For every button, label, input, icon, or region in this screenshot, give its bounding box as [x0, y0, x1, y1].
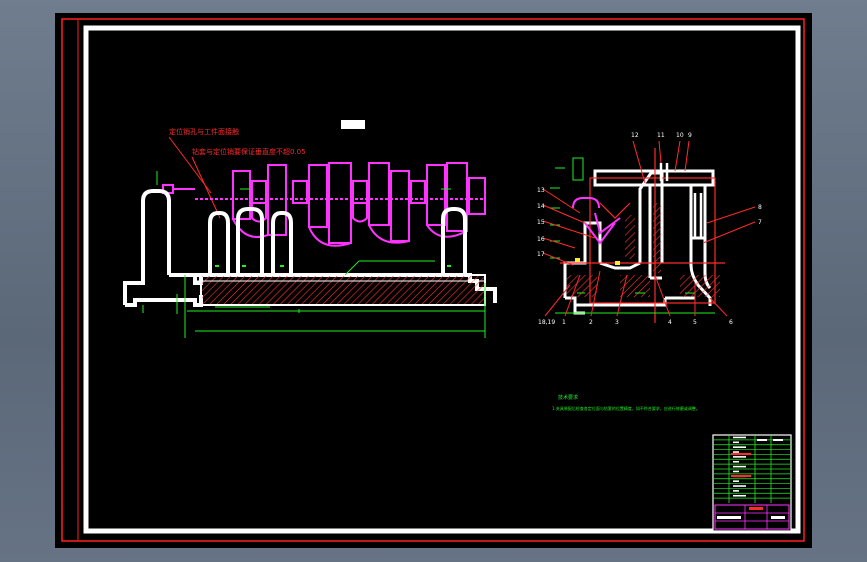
note-2: 钻套与定位销要保证垂直度不超0.05 [192, 147, 306, 156]
tech-notes-line: 1.夹具装配后检查各定位面与钻套的位置精度，如不符合要求，应进行修磨或调整。 [552, 405, 700, 411]
part-number: 3 [615, 319, 619, 326]
title-block-cell-text [733, 451, 739, 453]
part-number: 14 [537, 203, 545, 210]
title-block-cell-text [733, 436, 746, 439]
part-number: 2 [589, 319, 593, 326]
part-number: 12 [631, 132, 639, 139]
part-number: 8 [758, 204, 762, 211]
hatched-base [200, 274, 486, 306]
front-view: 定位销孔与工件面接触 钻套与定位销要保证垂直度不超0.05 [123, 120, 497, 338]
side-right-column [659, 163, 703, 238]
tech-notes-heading: 技术要求 [558, 394, 578, 401]
workpiece-crankshaft [162, 162, 486, 247]
part-number: 11 [657, 132, 665, 139]
note-2-leader [191, 156, 221, 219]
outer-border [61, 18, 805, 542]
part-number: 6 [729, 319, 733, 326]
side-green-details [550, 157, 715, 314]
side-leaders [542, 140, 756, 317]
part-number: 10 [676, 132, 684, 139]
side-view: 12 11 10 9 13 14 15 16 17 8 7 18,19 1 2 … [537, 132, 762, 326]
title-block-cell-text [733, 490, 739, 492]
title-block-cell-text [733, 494, 746, 497]
drawing-viewport: 定位销孔与工件面接触 钻套与定位销要保证垂直度不超0.05 [55, 13, 812, 548]
side-yellow-marks [575, 258, 620, 265]
front-green-marks [215, 265, 451, 267]
part-number: 4 [668, 319, 672, 326]
title-block-cell-text [733, 446, 746, 448]
view-title-tag [341, 120, 365, 129]
part-number: 13 [537, 187, 545, 194]
note-1: 定位销孔与工件面接触 [169, 127, 239, 136]
title-block [712, 434, 792, 532]
title-block-cell-text [733, 456, 746, 458]
part-number: 1 [562, 319, 566, 326]
title-block-cell-text [733, 480, 739, 482]
part-number: 5 [693, 319, 697, 326]
inner-frame [83, 25, 801, 534]
part-number: 18,19 [538, 319, 555, 326]
part-number: 7 [758, 219, 762, 226]
part-number: 16 [537, 236, 545, 243]
part-number: 17 [537, 251, 545, 258]
part-number: 9 [688, 132, 692, 139]
side-hatched-regions [567, 203, 720, 297]
cad-drawing: 定位销孔与工件面接触 钻套与定位销要保证垂直度不超0.05 [61, 18, 805, 542]
title-block-cell-text [733, 485, 746, 487]
side-v-block [572, 197, 621, 245]
title-block-cell-text [733, 470, 739, 473]
title-block-cell-text [733, 441, 739, 444]
part-number-labels: 12 11 10 9 13 14 15 16 17 8 7 18,19 1 2 … [537, 132, 762, 326]
technical-requirements: 技术要求 1.夹具装配后检查各定位面与钻套的位置精度，如不符合要求，应进行修磨或… [552, 394, 700, 411]
front-dimensions [142, 171, 486, 338]
part-number: 15 [537, 219, 545, 226]
side-red-outline [560, 148, 725, 323]
title-block-cell-text [733, 465, 746, 468]
title-block-cell-text [733, 460, 739, 463]
